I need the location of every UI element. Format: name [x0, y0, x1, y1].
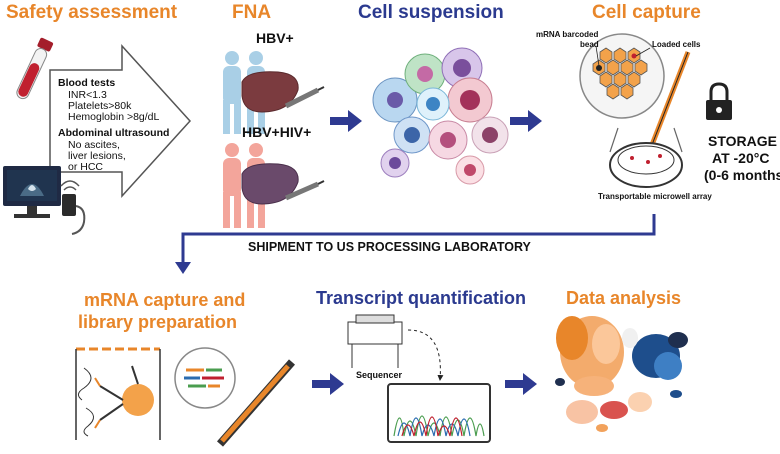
bead-capture-illustration — [75, 347, 161, 440]
fna-title: FNA — [232, 2, 272, 23]
chromatogram-monitor-icon — [387, 383, 491, 443]
liver-icon-hbv — [241, 71, 325, 113]
cell-cluster-illustration — [372, 47, 509, 185]
shipment-label: SHIPMENT TO US PROCESSING LABORATORY — [248, 240, 531, 254]
analysis-title: Data analysis — [566, 288, 682, 308]
ultrasound-title: Abdominal ultrasound — [58, 127, 170, 139]
lock-icon — [706, 82, 732, 120]
microwell-dish-icon — [609, 127, 683, 188]
arrow-suspension-to-capture — [510, 110, 542, 132]
library-title-line2: library preparation — [78, 312, 238, 332]
blood-tube-icon — [16, 37, 54, 100]
arrow-library-to-transcript — [312, 373, 344, 395]
storage-line2: AT -20°C — [712, 150, 770, 166]
blood-test-hemoglobin: Hemoglobin >8g/dL — [68, 111, 160, 123]
shipment-connector-head — [175, 262, 191, 274]
shipment-connector-line — [181, 214, 656, 264]
storage-line1: STORAGE — [708, 133, 777, 149]
bead-label-line1: mRNA barcoded — [536, 30, 599, 39]
fna-group-hbv-hiv: HBV+HIV+ — [242, 124, 312, 140]
pipette-capture-icon — [647, 51, 691, 151]
tsne-cluster-plot — [555, 316, 688, 432]
storage-line3: (0-6 months) — [704, 167, 780, 183]
microwell-array-zoom — [579, 33, 665, 119]
blood-tests-title: Blood tests — [58, 77, 116, 89]
loaded-cells-label: Loaded cells — [652, 40, 701, 49]
arrow-fna-to-suspension — [330, 110, 362, 132]
sequencer-icon — [347, 314, 403, 368]
ultrasound-machine-icon — [3, 166, 86, 235]
arrow-transcript-to-analysis — [505, 373, 537, 395]
capture-title: Cell capture — [592, 2, 701, 23]
suspension-title: Cell suspension — [358, 2, 504, 23]
ultrasound-item-lesions: liver lesions, — [68, 150, 126, 162]
sequencer-label: Sequencer — [356, 370, 403, 380]
transcript-title: Transcript quantification — [316, 288, 527, 308]
ultrasound-item-hcc: or HCC — [68, 161, 104, 173]
library-title-line1: mRNA capture and — [84, 290, 246, 310]
bead-label-line2: bead — [580, 40, 599, 49]
blood-test-inr: INR<1.3 — [68, 89, 107, 101]
microwell-array-label: Transportable microwell array — [598, 192, 712, 201]
library-pipette-illustration — [174, 347, 296, 447]
fna-group-hbv: HBV+ — [256, 30, 294, 46]
liver-icon-hbv-hiv — [241, 163, 325, 205]
criteria-arrow-shape — [49, 44, 192, 198]
sequencer-to-monitor-arrow — [407, 329, 444, 381]
blood-test-platelets: Platelets>80k — [68, 100, 132, 112]
safety-title: Safety assessment — [6, 2, 178, 23]
ultrasound-item-ascites: No ascites, — [68, 139, 120, 151]
